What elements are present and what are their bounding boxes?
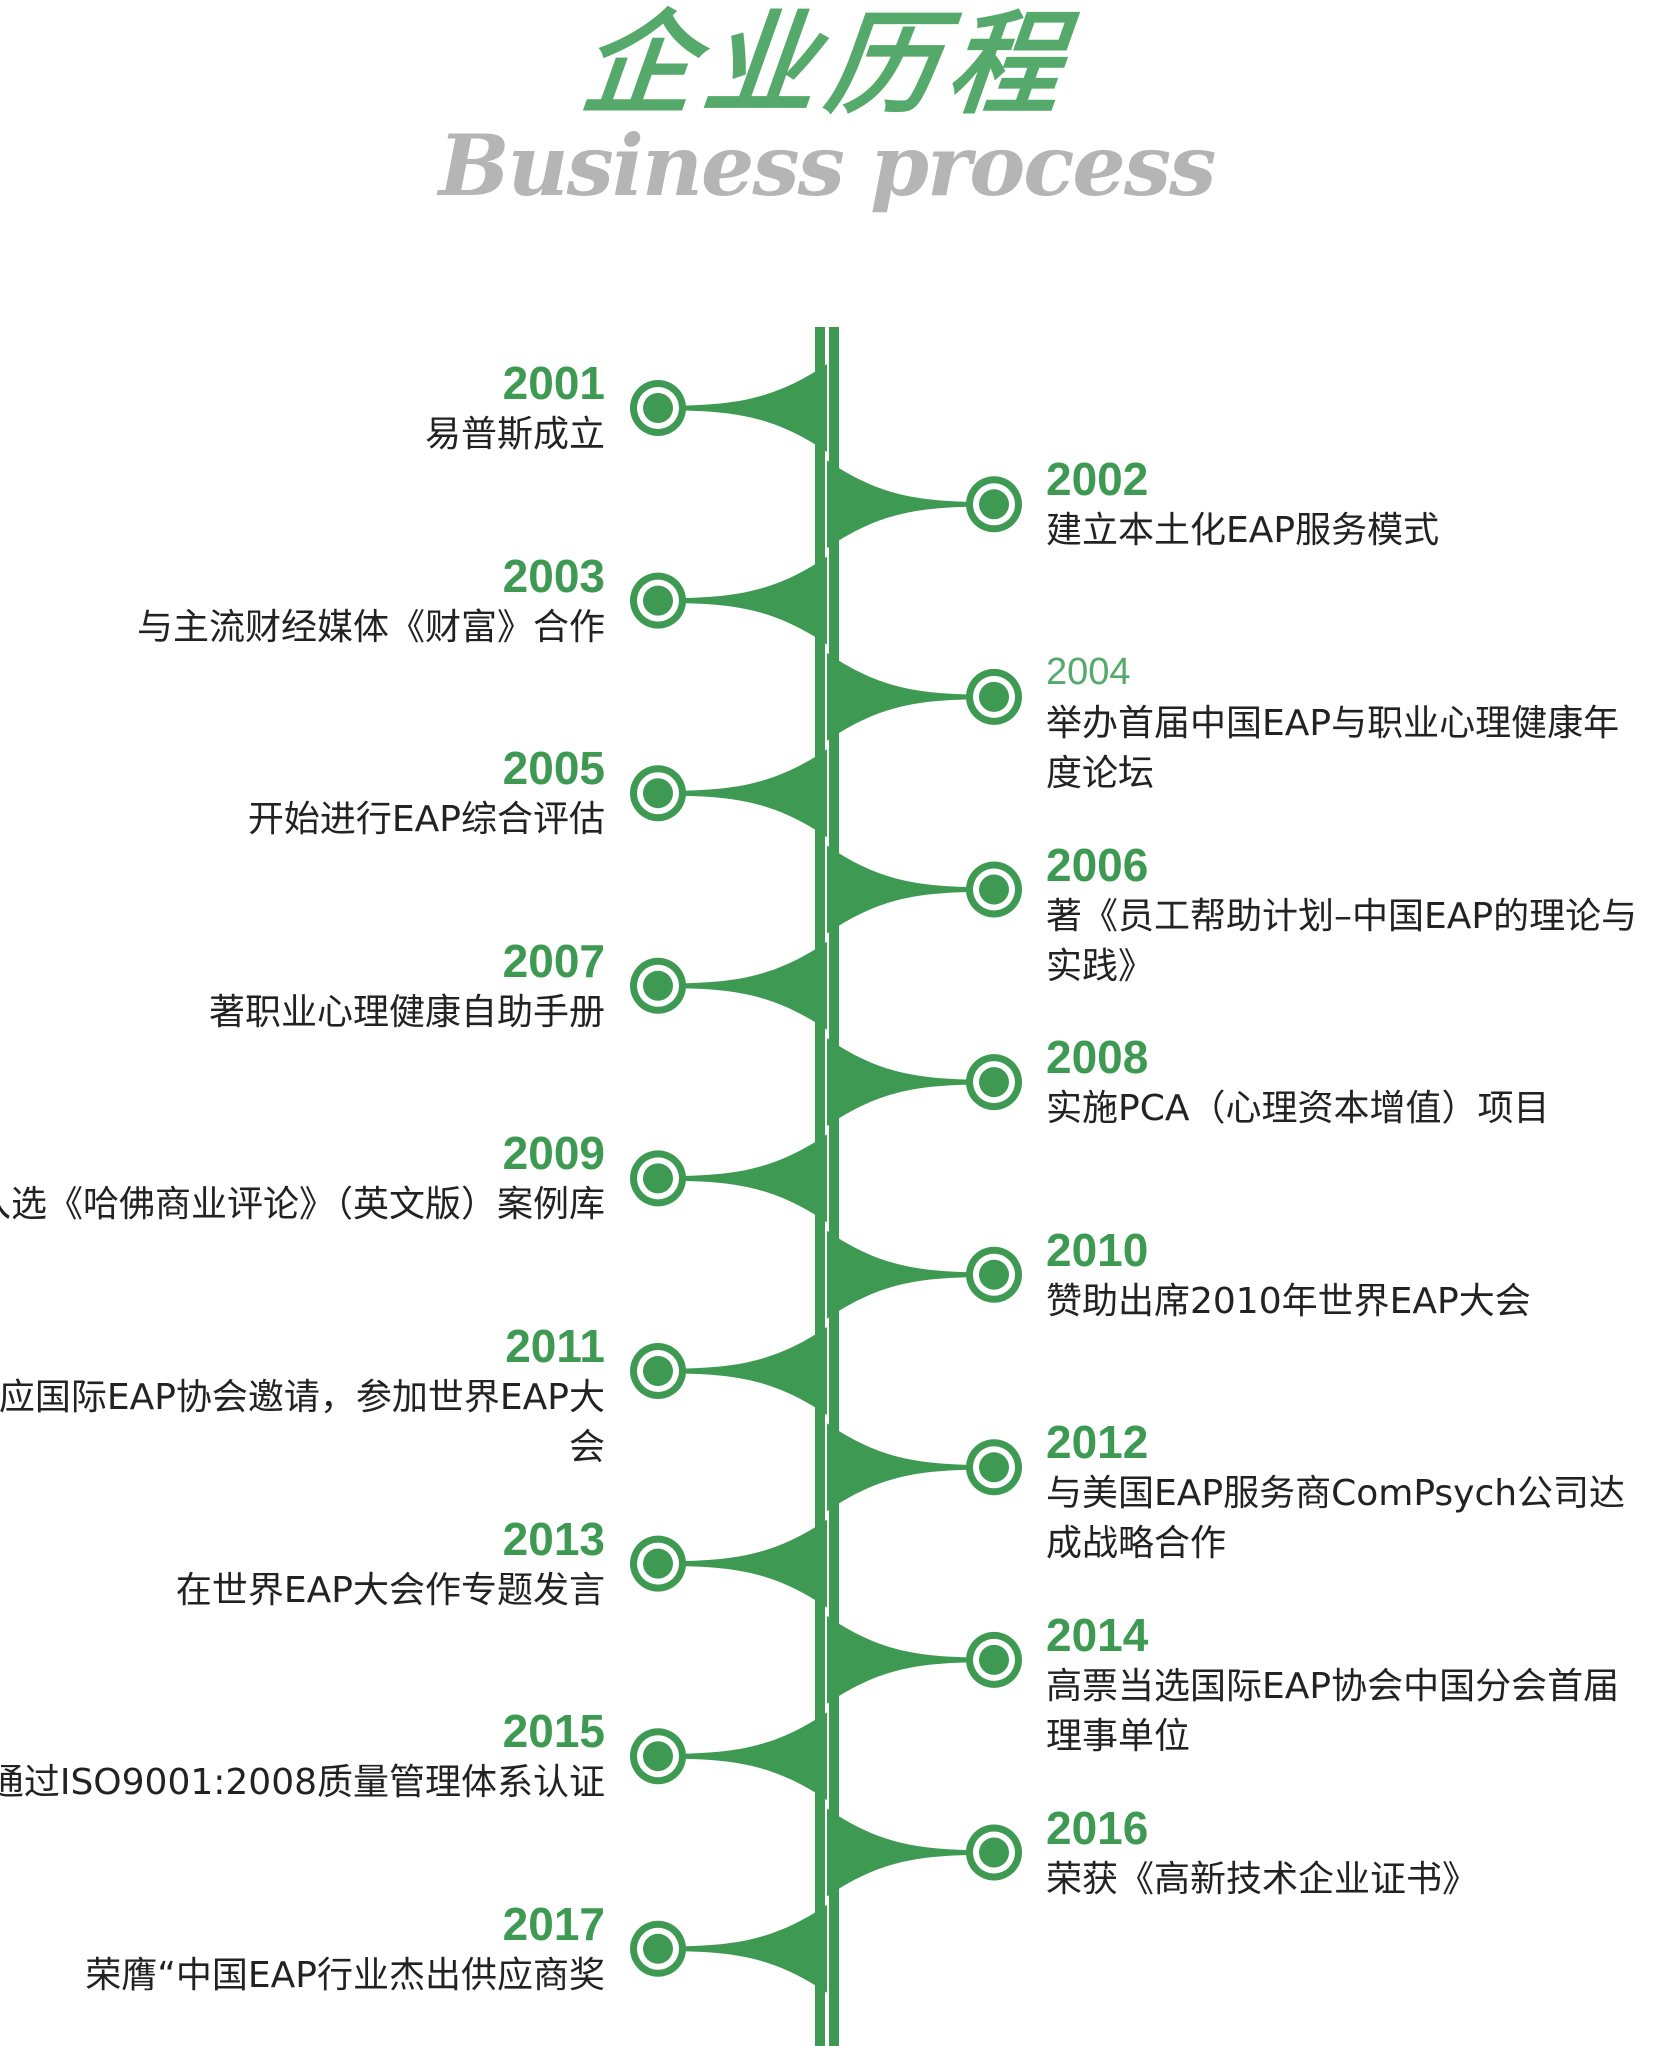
timeline-branch (658, 1134, 827, 1223)
timeline-branch (827, 1038, 994, 1127)
timeline-entry: 2001 易普斯成立 (0, 358, 605, 460)
event-year: 2017 (502, 1897, 605, 1950)
timeline-node-center (643, 1548, 673, 1579)
event-year: 2015 (502, 1705, 605, 1758)
timeline-branch (658, 941, 827, 1030)
event-description: 在世界EAP大会作专题发言 (175, 1569, 605, 1611)
event-year: 2002 (1046, 453, 1149, 506)
timeline-branch (658, 556, 827, 645)
event-year: 2001 (502, 357, 605, 409)
event-description: 举办首届中国EAP与职业心理健康年度论坛 (1046, 702, 1620, 794)
event-year: 2007 (502, 934, 605, 987)
event-description: 高票当选国际EAP协会中国分会首届理事单位 (1046, 1665, 1620, 1757)
event-year: 2010 (1046, 1223, 1149, 1276)
timeline-node-center (979, 874, 1009, 905)
event-year: 2006 (1046, 838, 1149, 891)
timeline-branch (658, 364, 827, 452)
event-year: 2012 (1046, 1416, 1149, 1469)
event-description: 荣膺“中国EAP行业杰出供应商奖 (85, 1954, 605, 1996)
event-year: 2008 (1046, 1031, 1149, 1084)
timeline-node-center (643, 393, 673, 423)
event-description: 与美国EAP服务商ComPsych公司达成战略合作 (1046, 1473, 1626, 1565)
timeline-node-center (979, 1837, 1009, 1868)
event-description: 赞助出席2010年世界EAP大会 (1046, 1280, 1531, 1322)
timeline-node-center (979, 489, 1009, 520)
timeline-node-center (979, 1067, 1009, 1098)
event-year: 2005 (502, 742, 605, 795)
timeline-node-center (643, 970, 673, 1001)
event-description: 与主流财经媒体《财富》合作 (136, 606, 605, 648)
timeline-node-center (643, 778, 673, 809)
event-year: 2014 (1046, 1608, 1149, 1661)
page-subtitle: Business process (438, 116, 1217, 215)
event-year: 2009 (502, 1127, 605, 1180)
event-description: 开始进行EAP综合评估 (247, 799, 605, 841)
timeline-branch (827, 1808, 994, 1897)
timeline-branch (827, 652, 994, 741)
timeline-branch (658, 1712, 827, 1801)
timeline-node-center (643, 1933, 673, 1964)
event-description: 著《员工帮助计划–中国EAP的理论与实践》 (1046, 895, 1638, 987)
timeline-node-center (979, 1644, 1009, 1675)
timeline-branch (827, 460, 994, 549)
timeline-node-center (979, 1452, 1009, 1483)
timeline-node-center (643, 1741, 673, 1772)
timeline-node-center (643, 1163, 673, 1194)
timeline-entry: 2004 举办首届中国EAP与职业心理健康年度论坛 (1046, 647, 1646, 799)
event-description: 实施PCA（心理资本增值）项目 (1046, 1088, 1550, 1130)
timeline-branch (827, 1423, 994, 1512)
event-year: 2003 (502, 549, 605, 602)
timeline-branch (658, 1904, 827, 1993)
event-description: 荣获《高新技术企业证书》 (1046, 1858, 1479, 1900)
event-year: 2004 (1046, 650, 1131, 693)
timeline-node-center (643, 1356, 673, 1386)
event-description: 应国际EAP协会邀请，参加世界EAP大会 (0, 1377, 605, 1468)
event-year: 2011 (505, 1320, 605, 1372)
timeline-node-center (643, 585, 673, 616)
event-year: 2013 (502, 1512, 605, 1565)
event-description: 通过ISO9001:2008质量管理体系认证 (0, 1762, 605, 1804)
event-description: 著职业心理健康自助手册 (208, 991, 605, 1033)
timeline-branch (827, 1615, 994, 1704)
timeline-node-center (979, 1259, 1009, 1290)
timeline-branch (827, 845, 994, 934)
timeline-branch (658, 1519, 827, 1608)
timeline-node-center (979, 681, 1009, 712)
event-description: 入选《哈佛商业评论》（英文版）案例库 (0, 1184, 605, 1226)
event-description: 易普斯成立 (424, 414, 605, 455)
timeline-branch (658, 749, 827, 838)
timeline-branch (658, 1327, 827, 1415)
timeline-branch (827, 1230, 994, 1319)
event-year: 2016 (1046, 1801, 1149, 1854)
event-description: 建立本土化EAP服务模式 (1046, 510, 1440, 552)
